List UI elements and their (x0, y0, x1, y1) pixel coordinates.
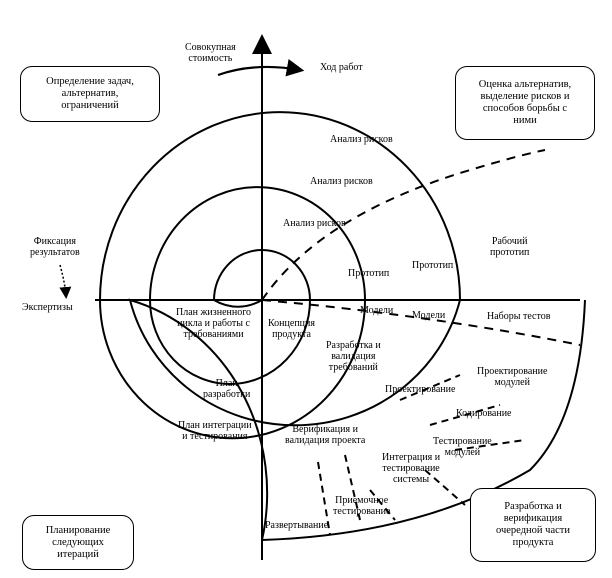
separator-dash (369, 489, 396, 521)
quadrant-bottom-left: Планирование следующих итераций (22, 515, 134, 570)
risk-analysis-outer: Анализ рисков (330, 134, 393, 145)
separator-dash (399, 374, 461, 401)
separator-dash (424, 469, 466, 506)
acceptance-testing-stage: Приемочное тестирование (333, 495, 391, 517)
spiral-curve (98, 111, 462, 541)
prototype-dashed-curve (261, 149, 546, 301)
models-dashed-line (261, 299, 581, 346)
quadrant-top-left: Определение задач, альтернатив, ограниче… (20, 66, 160, 122)
concept-stage: Концепция продукта (268, 318, 315, 340)
prototype-1: Прототип (348, 268, 390, 279)
lifecycle-plan: План жизненного цикла и работы с требова… (176, 307, 252, 340)
integration-testing-stage: Интеграция и тестирование системы (382, 452, 441, 485)
prototype-2: Прототип (412, 260, 454, 271)
unit-testing-stage: Тестирование модулей (433, 436, 492, 458)
risk-analysis-inner: Анализ рисков (283, 218, 346, 229)
working-prototype: Рабочий прототип (490, 236, 530, 258)
progress-label: Ход работ (320, 62, 363, 73)
development-plan: План разработки (203, 378, 251, 400)
separator-dash (429, 404, 501, 426)
coding-stage: Кодирование (456, 408, 512, 419)
test-sets: Наборы тестов (487, 311, 551, 322)
verification-stage: Верификация и валидация проекта (285, 424, 366, 446)
integration-plan: План интеграции и тестирования (178, 420, 252, 442)
design-stage: Проектирование (385, 384, 456, 395)
models-1: Модели (360, 305, 394, 316)
risk-analysis-middle: Анализ рисков (310, 176, 373, 187)
models-2: Модели (412, 310, 446, 321)
reviews-label: Экспертизы (22, 302, 73, 313)
fixation-arrow (59, 264, 72, 299)
spiral-tail (261, 299, 586, 541)
fixation-label: Фиксация результатов (30, 236, 80, 258)
quadrant-bottom-right: Разработка и верификация очередной части… (470, 488, 596, 562)
detail-design-stage: Проектирование модулей (477, 366, 548, 388)
quadrant-top-right: Оценка альтернатив, выделение рисков и с… (455, 66, 595, 140)
separator-dash (317, 461, 331, 536)
progress-arrow (217, 59, 305, 77)
requirements-stage: Разработка и валидация требований (326, 340, 381, 373)
deployment-stage: Развертывание (265, 520, 329, 531)
y-axis-label: Совокупная стоимость (185, 42, 236, 64)
